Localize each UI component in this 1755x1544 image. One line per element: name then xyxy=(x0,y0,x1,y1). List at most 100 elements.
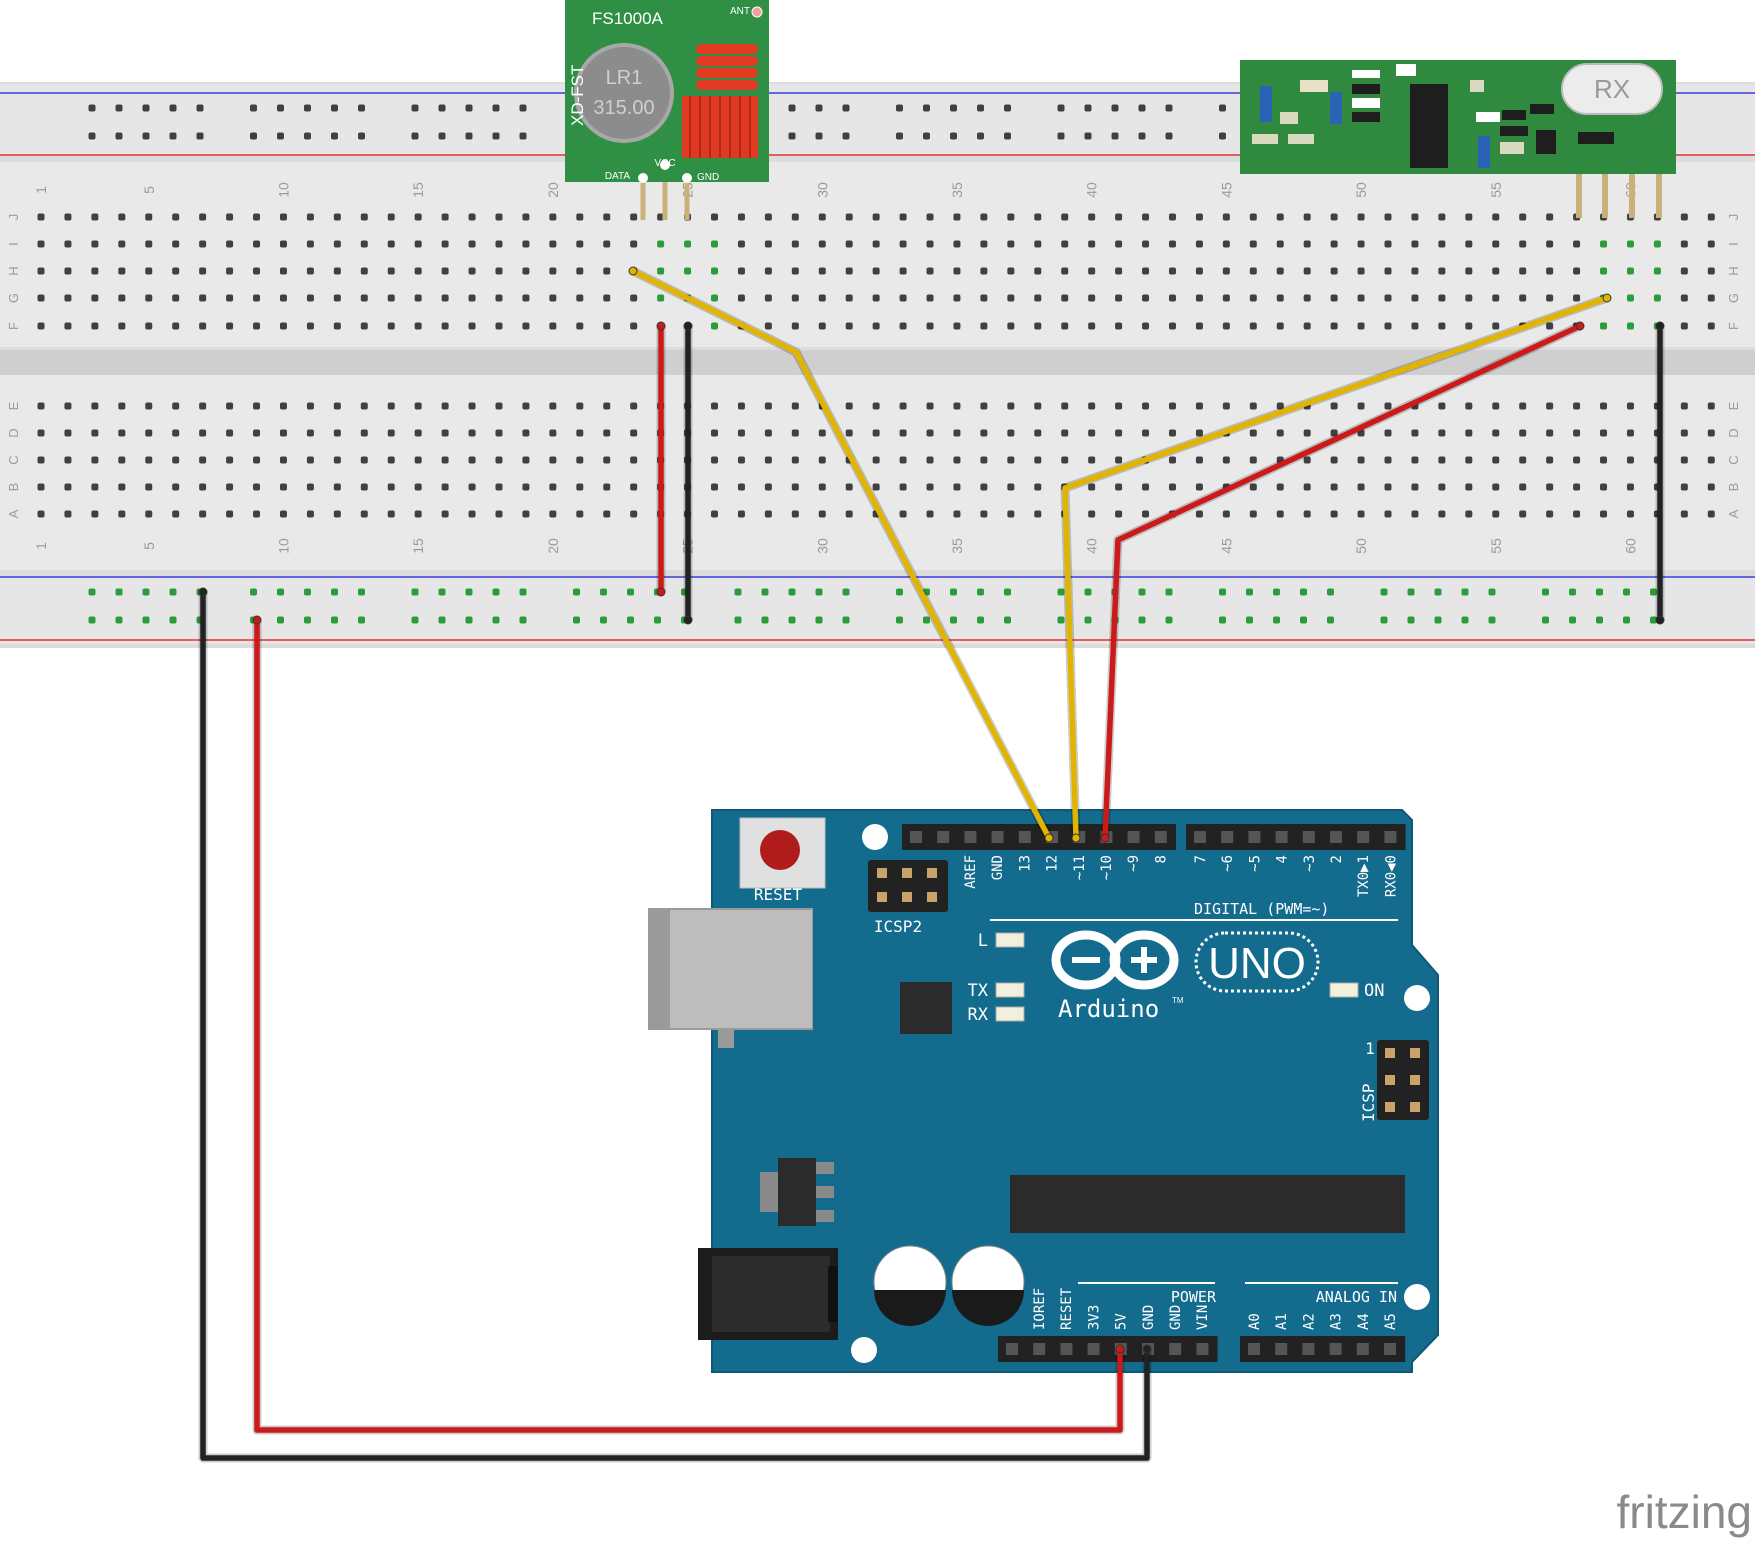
breadboard-hole[interactable] xyxy=(279,294,287,302)
power-rail-hole[interactable] xyxy=(169,616,177,624)
breadboard-hole[interactable] xyxy=(1626,402,1634,410)
breadboard-hole[interactable] xyxy=(711,510,718,518)
breadboard-hole[interactable] xyxy=(1276,267,1284,275)
breadboard-hole[interactable] xyxy=(333,240,341,248)
power-rail-hole[interactable] xyxy=(142,588,150,596)
header-pin[interactable] xyxy=(1330,831,1342,843)
breadboard-hole[interactable] xyxy=(1546,510,1554,518)
power-rail-hole[interactable] xyxy=(358,132,365,140)
breadboard-hole[interactable] xyxy=(1465,267,1473,275)
breadboard-hole[interactable] xyxy=(603,322,611,330)
breadboard-hole[interactable] xyxy=(333,294,341,302)
power-rail-hole[interactable] xyxy=(788,616,796,624)
power-rail-hole[interactable] xyxy=(1057,588,1065,596)
breadboard-hole[interactable] xyxy=(37,213,45,221)
breadboard-hole[interactable] xyxy=(1492,294,1500,302)
breadboard-hole[interactable] xyxy=(926,294,934,302)
breadboard-hole[interactable] xyxy=(764,267,772,275)
breadboard-hole[interactable] xyxy=(1249,213,1257,221)
breadboard-hole[interactable] xyxy=(1411,483,1419,491)
power-rail-hole[interactable] xyxy=(1273,616,1280,624)
breadboard-hole[interactable] xyxy=(684,267,692,275)
power-rail-hole[interactable] xyxy=(734,588,742,596)
breadboard-hole[interactable] xyxy=(980,510,988,518)
breadboard-hole[interactable] xyxy=(37,483,45,491)
breadboard-hole[interactable] xyxy=(1492,267,1500,275)
power-rail-hole[interactable] xyxy=(1246,616,1253,624)
breadboard-hole[interactable] xyxy=(253,429,261,437)
breadboard-hole[interactable] xyxy=(576,240,584,248)
breadboard-hole[interactable] xyxy=(791,213,799,221)
breadboard-hole[interactable] xyxy=(172,294,180,302)
breadboard-hole[interactable] xyxy=(495,456,503,464)
breadboard-hole[interactable] xyxy=(145,456,153,464)
breadboard-hole[interactable] xyxy=(199,213,207,221)
breadboard-hole[interactable] xyxy=(1546,402,1554,410)
breadboard-hole[interactable] xyxy=(1007,322,1015,330)
breadboard-hole[interactable] xyxy=(791,510,799,518)
breadboard-hole[interactable] xyxy=(818,213,826,221)
breadboard-hole[interactable] xyxy=(791,322,799,330)
breadboard-hole[interactable] xyxy=(226,294,234,302)
breadboard-hole[interactable] xyxy=(1707,483,1715,491)
breadboard-hole[interactable] xyxy=(980,213,988,221)
breadboard-hole[interactable] xyxy=(441,483,449,491)
breadboard-hole[interactable] xyxy=(387,322,395,330)
breadboard-hole[interactable] xyxy=(899,483,907,491)
breadboard-hole[interactable] xyxy=(441,294,449,302)
breadboard-hole[interactable] xyxy=(1357,483,1365,491)
breadboard-hole[interactable] xyxy=(845,402,853,410)
header-pin[interactable] xyxy=(1248,1343,1260,1355)
breadboard-hole[interactable] xyxy=(603,402,611,410)
breadboard-hole[interactable] xyxy=(980,402,988,410)
breadboard-hole[interactable] xyxy=(279,322,287,330)
breadboard-hole[interactable] xyxy=(1249,510,1257,518)
power-rail-hole[interactable] xyxy=(1138,616,1146,624)
breadboard-hole[interactable] xyxy=(1303,213,1311,221)
power-rail-hole[interactable] xyxy=(573,616,580,624)
power-rail-hole[interactable] xyxy=(1380,616,1388,624)
power-rail-hole[interactable] xyxy=(411,132,419,140)
power-rail-hole[interactable] xyxy=(438,132,446,140)
power-rail-hole[interactable] xyxy=(277,588,284,596)
breadboard-hole[interactable] xyxy=(872,402,880,410)
breadboard-hole[interactable] xyxy=(1707,402,1715,410)
breadboard-hole[interactable] xyxy=(1222,322,1230,330)
breadboard-hole[interactable] xyxy=(414,402,422,410)
breadboard-hole[interactable] xyxy=(899,322,907,330)
breadboard-hole[interactable] xyxy=(1034,402,1042,410)
power-rail-hole[interactable] xyxy=(465,616,473,624)
power-rail-hole[interactable] xyxy=(1623,588,1630,596)
breadboard-hole[interactable] xyxy=(1276,240,1284,248)
breadboard-hole[interactable] xyxy=(899,267,907,275)
power-rail-hole[interactable] xyxy=(1084,104,1092,112)
breadboard-hole[interactable] xyxy=(145,294,153,302)
breadboard-hole[interactable] xyxy=(1357,240,1365,248)
power-rail-hole[interactable] xyxy=(115,132,123,140)
breadboard-hole[interactable] xyxy=(818,483,826,491)
power-rail-hole[interactable] xyxy=(627,588,634,596)
breadboard-hole[interactable] xyxy=(414,213,422,221)
header-pin[interactable] xyxy=(1302,831,1315,843)
breadboard-hole[interactable] xyxy=(764,322,772,330)
power-rail-hole[interactable] xyxy=(1084,132,1092,140)
power-rail-hole[interactable] xyxy=(950,132,957,140)
breadboard-hole[interactable] xyxy=(172,240,180,248)
breadboard-hole[interactable] xyxy=(226,456,234,464)
breadboard-hole[interactable] xyxy=(468,429,476,437)
breadboard-hole[interactable] xyxy=(1195,322,1203,330)
breadboard-hole[interactable] xyxy=(1411,510,1419,518)
breadboard-hole[interactable] xyxy=(226,240,234,248)
header-pin[interactable] xyxy=(1275,831,1288,843)
breadboard-hole[interactable] xyxy=(737,510,745,518)
breadboard-hole[interactable] xyxy=(1357,213,1365,221)
breadboard-hole[interactable] xyxy=(306,402,314,410)
breadboard-hole[interactable] xyxy=(657,240,665,248)
breadboard-hole[interactable] xyxy=(603,213,611,221)
breadboard-hole[interactable] xyxy=(818,240,826,248)
breadboard-hole[interactable] xyxy=(1007,402,1015,410)
breadboard-hole[interactable] xyxy=(603,429,611,437)
breadboard-hole[interactable] xyxy=(414,240,422,248)
breadboard-hole[interactable] xyxy=(630,294,638,302)
breadboard-hole[interactable] xyxy=(845,510,853,518)
